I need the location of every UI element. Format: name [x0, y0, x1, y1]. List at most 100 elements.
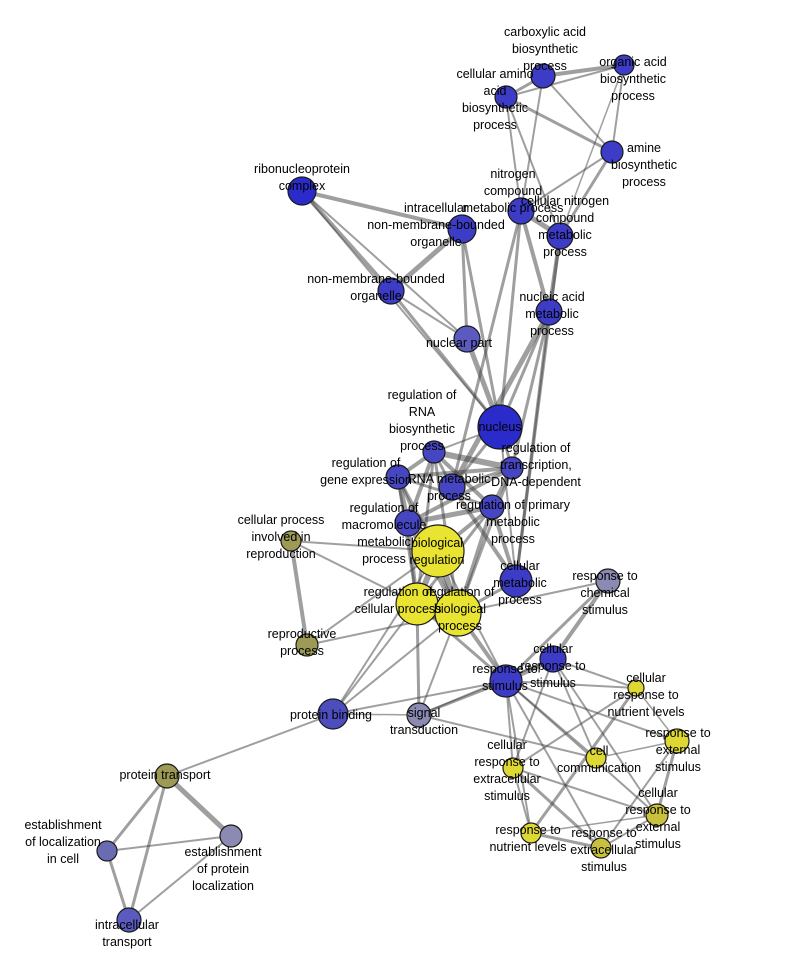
- edge-protein-transport--establishment-of-localization-in-cell[interactable]: [105, 774, 169, 853]
- edge-cellular-response-to-nutrient-levels--response-to-nutrient-levels[interactable]: [529, 686, 638, 835]
- edge-organic-acid-biosynthetic-process--amine-biosynthetic-process[interactable]: [611, 64, 625, 153]
- node-regulation-of-gene-expression[interactable]: [385, 464, 411, 490]
- edge-cellular-amino-acid-biosynthetic-process--cellular-nitrogen-compound-metabolic-process[interactable]: [505, 96, 561, 237]
- edge-non-membrane-bounded-organelle--nucleus[interactable]: [389, 289, 502, 429]
- node-response-to-stimulus[interactable]: [489, 664, 523, 698]
- edge-cellular-process-involved-in-reproduction--regulation-of-cellular-process[interactable]: [290, 540, 418, 605]
- node-response-to-extracellular-stimulus[interactable]: [590, 837, 612, 859]
- node-cellular-response-to-nutrient-levels[interactable]: [627, 679, 645, 697]
- edge-response-to-stimulus--response-to-chemical-stimulus[interactable]: [504, 579, 610, 683]
- edge-reproductive-process--biological-regulation[interactable]: [306, 550, 439, 646]
- node-establishment-of-protein-localization[interactable]: [219, 824, 243, 848]
- edge-cellular-metabolic-process--nucleic-acid-metabolic-process[interactable]: [514, 310, 551, 583]
- edge-carboxylic-acid-biosynthetic-process--amine-biosynthetic-process[interactable]: [542, 75, 613, 153]
- node-ribonucleoprotein-complex[interactable]: [287, 176, 317, 206]
- edge-intracellular-non-membrane-bounded-organelle--non-membrane-bounded-organelle[interactable]: [388, 226, 465, 294]
- node-cell-communication[interactable]: [585, 747, 607, 769]
- edge-response-to-external-stimulus--cell-communication[interactable]: [595, 740, 678, 759]
- edge-organic-acid-biosynthetic-process--cellular-nitrogen-compound-metabolic-process[interactable]: [559, 64, 625, 237]
- edge-regulation-of-transcription-dna-dependent--regulation-of-gene-expression[interactable]: [396, 466, 514, 479]
- node-signal-transduction[interactable]: [406, 702, 432, 728]
- edge-response-to-stimulus--response-to-extracellular-stimulus[interactable]: [505, 680, 602, 849]
- edge-non-membrane-bounded-organelle--nuclear-part[interactable]: [390, 290, 468, 340]
- edge-regulation-of-macromolecule-metabolic-process--regulation-of-primary-metabolic-process[interactable]: [405, 504, 495, 526]
- node-nuclear-part[interactable]: [453, 325, 481, 353]
- node-regulation-of-primary-metabolic-process[interactable]: [479, 494, 505, 520]
- edge-amine-biosynthetic-process--nitrogen-compound-metabolic-process[interactable]: [520, 151, 613, 212]
- node-intracellular-non-membrane-bounded-organelle[interactable]: [447, 214, 477, 244]
- edge-protein-binding--response-to-stimulus[interactable]: [332, 680, 507, 715]
- edge-ribonucleoprotein-complex--nuclear-part[interactable]: [301, 190, 468, 340]
- node-establishment-of-localization-in-cell[interactable]: [96, 840, 118, 862]
- node-regulation-of-transcription-dna-dependent[interactable]: [500, 456, 524, 480]
- edge-response-to-extracellular-stimulus--cellular-response-to-extracellular-stimulus[interactable]: [511, 766, 603, 850]
- edge-protein-transport--intracellular-transport[interactable]: [127, 774, 169, 922]
- edge-establishment-of-localization-in-cell--establishment-of-protein-localization[interactable]: [106, 835, 232, 852]
- edge-cellular-response-to-stimulus--cellular-response-to-external-stimulus[interactable]: [552, 658, 658, 816]
- edge-cellular-amino-acid-biosynthetic-process--nitrogen-compound-metabolic-process[interactable]: [505, 96, 522, 212]
- edge-intracellular-non-membrane-bounded-organelle--nucleus[interactable]: [460, 227, 502, 429]
- edge-regulation-of-rna-biosynthetic-process--regulation-of-transcription-dna-dependent[interactable]: [431, 449, 515, 471]
- edge-organic-acid-biosynthetic-process--cellular-amino-acid-biosynthetic-process[interactable]: [505, 64, 625, 98]
- node-regulation-of-rna-biosynthetic-process[interactable]: [422, 440, 446, 464]
- edge-cellular-response-to-stimulus--cellular-response-to-nutrient-levels[interactable]: [552, 658, 637, 689]
- node-nucleus[interactable]: [477, 404, 523, 450]
- node-response-to-external-stimulus[interactable]: [664, 728, 690, 754]
- node-cellular-metabolic-process[interactable]: [499, 564, 533, 598]
- node-organic-acid-biosynthetic-process[interactable]: [613, 54, 635, 76]
- edge-rna-metabolic-process--cellular-metabolic-process[interactable]: [450, 485, 518, 583]
- node-protein-binding[interactable]: [317, 698, 349, 730]
- edge-intracellular-non-membrane-bounded-organelle--nuclear-part[interactable]: [460, 227, 469, 341]
- node-regulation-of-biological-process[interactable]: [434, 589, 482, 637]
- node-non-membrane-bounded-organelle[interactable]: [377, 277, 405, 305]
- node-response-to-chemical-stimulus[interactable]: [595, 568, 621, 594]
- edge-response-to-external-stimulus--cellular-response-to-external-stimulus[interactable]: [655, 739, 679, 817]
- edge-protein-transport--establishment-of-protein-localization[interactable]: [164, 773, 234, 839]
- edge-response-to-nutrient-levels--cellular-response-to-extracellular-stimulus[interactable]: [512, 767, 532, 834]
- edge-nitrogen-compound-metabolic-process--nucleic-acid-metabolic-process[interactable]: [519, 209, 551, 314]
- edge-nitrogen-compound-metabolic-process--nucleus[interactable]: [498, 209, 523, 429]
- edge-cellular-response-to-stimulus--cell-communication[interactable]: [552, 658, 597, 759]
- edge-response-to-external-stimulus--response-to-extracellular-stimulus[interactable]: [600, 740, 678, 849]
- node-cellular-response-to-external-stimulus[interactable]: [645, 803, 669, 827]
- node-reproductive-process[interactable]: [295, 633, 319, 657]
- node-rna-metabolic-process[interactable]: [438, 473, 466, 501]
- edge-carboxylic-acid-biosynthetic-process--organic-acid-biosynthetic-process[interactable]: [541, 63, 626, 78]
- edge-ribonucleoprotein-complex--intracellular-non-membrane-bounded-organelle[interactable]: [300, 189, 464, 231]
- edge-cellular-response-to-nutrient-levels--cellular-response-to-extracellular-stimulus[interactable]: [512, 687, 637, 769]
- node-cellular-nitrogen-compound-metabolic-process[interactable]: [546, 222, 574, 250]
- edge-cell-communication--signal-transduction[interactable]: [418, 714, 597, 759]
- edge-response-to-stimulus--cellular-response-to-external-stimulus[interactable]: [505, 680, 658, 816]
- edge-regulation-of-cellular-process--protein-binding[interactable]: [332, 603, 418, 715]
- edge-cellular-response-to-stimulus--cellular-response-to-extracellular-stimulus[interactable]: [512, 658, 554, 769]
- edge-protein-binding--regulation-of-biological-process[interactable]: [332, 612, 459, 715]
- edge-cellular-response-to-stimulus--response-to-chemical-stimulus[interactable]: [551, 579, 610, 661]
- node-carboxylic-acid-biosynthetic-process[interactable]: [530, 63, 556, 89]
- node-intracellular-transport[interactable]: [116, 907, 142, 933]
- node-nucleic-acid-metabolic-process[interactable]: [535, 298, 563, 326]
- node-cellular-process-involved-in-reproduction[interactable]: [280, 530, 302, 552]
- edge-response-to-chemical-stimulus--regulation-of-biological-process[interactable]: [457, 580, 609, 614]
- edge-cellular-response-to-extracellular-stimulus--cellular-response-to-external-stimulus[interactable]: [512, 767, 658, 816]
- node-regulation-of-macromolecule-metabolic-process[interactable]: [394, 509, 422, 537]
- node-nitrogen-compound-metabolic-process[interactable]: [507, 197, 535, 225]
- edge-response-to-extracellular-stimulus--response-to-nutrient-levels[interactable]: [529, 831, 603, 850]
- edge-amine-biosynthetic-process--cellular-nitrogen-compound-metabolic-process[interactable]: [558, 150, 614, 238]
- edge-biological-regulation--protein-binding[interactable]: [332, 550, 439, 715]
- node-cellular-response-to-extracellular-stimulus[interactable]: [502, 757, 524, 779]
- node-protein-transport[interactable]: [154, 763, 180, 789]
- node-response-to-nutrient-levels[interactable]: [520, 822, 542, 844]
- edge-response-to-stimulus--response-to-nutrient-levels[interactable]: [505, 680, 532, 834]
- edge-carboxylic-acid-biosynthetic-process--nitrogen-compound-metabolic-process[interactable]: [520, 75, 544, 212]
- node-biological-regulation[interactable]: [411, 524, 465, 578]
- edge-nucleus--cellular-metabolic-process[interactable]: [499, 426, 517, 582]
- node-cellular-response-to-stimulus[interactable]: [539, 645, 567, 673]
- edge-response-to-nutrient-levels--cellular-response-to-external-stimulus[interactable]: [530, 814, 658, 834]
- node-cellular-amino-acid-biosynthetic-process[interactable]: [494, 85, 518, 109]
- edge-establishment-of-protein-localization--intracellular-transport[interactable]: [128, 835, 232, 921]
- edge-response-to-stimulus--response-to-external-stimulus[interactable]: [505, 680, 678, 742]
- edge-cellular-response-to-stimulus--signal-transduction[interactable]: [418, 658, 554, 716]
- edge-protein-binding--protein-transport[interactable]: [166, 713, 334, 777]
- edge-nucleic-acid-metabolic-process--regulation-of-transcription-dna-dependent[interactable]: [510, 310, 551, 470]
